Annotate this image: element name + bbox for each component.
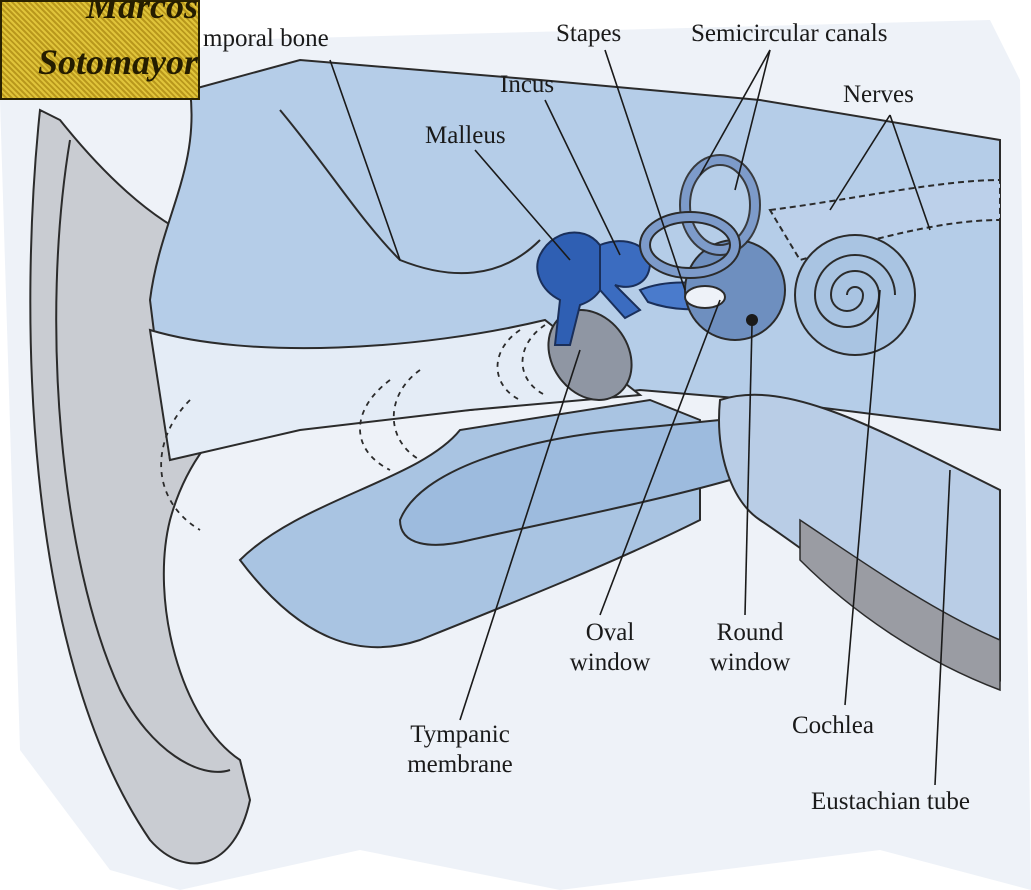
label-oval-window-line2: window: [555, 648, 665, 678]
label-tympanic-line2: membrane: [385, 750, 535, 780]
label-incus: Incus: [500, 70, 554, 100]
label-oval-window: Oval window: [555, 618, 665, 678]
watermark-line2: Sotomayor: [2, 42, 198, 82]
label-cochlea: Cochlea: [792, 711, 874, 741]
watermark-logo: Marcos Sotomayor: [0, 0, 200, 100]
label-oval-window-line1: Oval: [555, 618, 665, 648]
label-nerves: Nerves: [843, 80, 914, 110]
label-stapes: Stapes: [556, 19, 621, 49]
label-tympanic-line1: Tympanic: [385, 720, 535, 750]
cochlea-shape: [795, 235, 915, 355]
label-malleus: Malleus: [425, 121, 506, 151]
watermark-line1: Marcos: [2, 0, 198, 26]
label-round-window: Round window: [690, 618, 810, 678]
round-window-shape: [746, 314, 758, 326]
label-eustachian-tube: Eustachian tube: [811, 787, 970, 817]
label-tympanic-membrane: Tympanic membrane: [385, 720, 535, 780]
label-round-window-line2: window: [690, 648, 810, 678]
label-temporal-bone: mporal bone: [203, 24, 329, 54]
label-round-window-line1: Round: [690, 618, 810, 648]
label-semicircular-canals: Semicircular canals: [691, 19, 887, 49]
